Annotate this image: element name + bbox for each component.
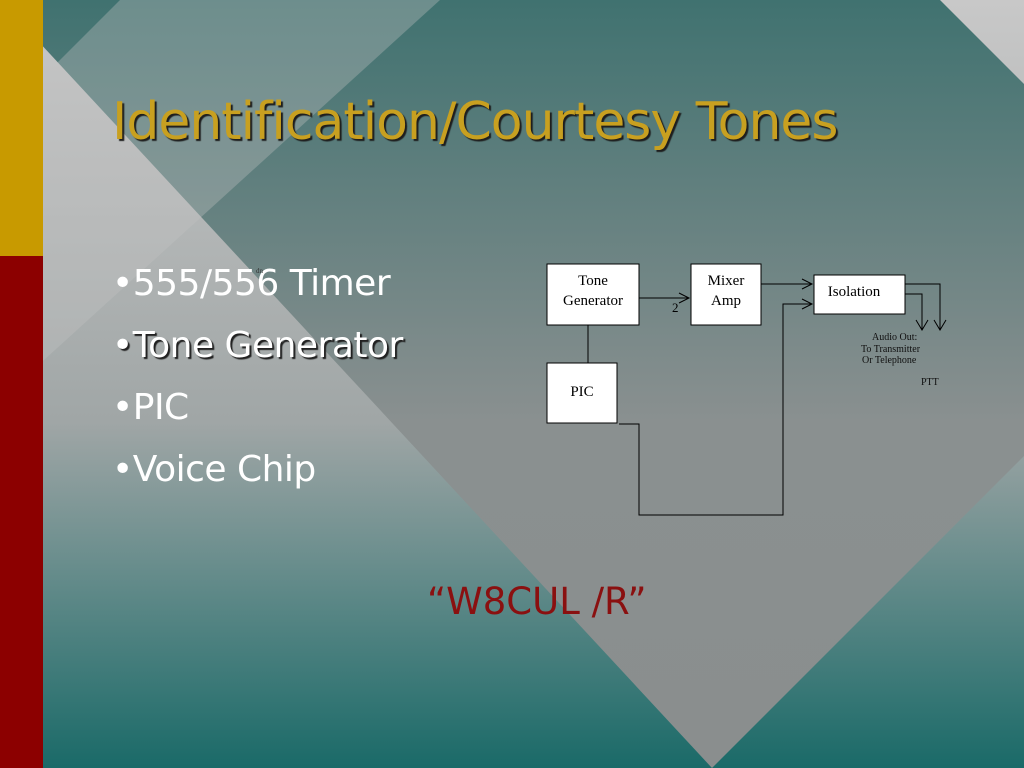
pic-block: PIC: [546, 362, 618, 424]
bullet-item: •Voice Chip: [112, 449, 316, 490]
bullet-item: •Tone Generator: [112, 325, 403, 366]
tone-generator-label-1: Tone: [578, 273, 608, 289]
tone-generator-label-2: Generator: [563, 293, 623, 309]
isolation-label: Isolation: [828, 284, 881, 300]
accent-stripe-red: [0, 256, 43, 768]
bullet-list: •555/556 Timer •Tone Generator •PIC •Voi…: [112, 253, 403, 501]
pic-label: PIC: [570, 384, 593, 400]
mixer-amp-block: Mixer Amp: [690, 263, 762, 326]
pic-to-isolation-connector: [619, 298, 814, 516]
stray-mark: dn: [256, 267, 264, 275]
slide-title: Identification/Courtesy Tones: [112, 92, 838, 152]
mixer-amp-label-2: Amp: [711, 293, 741, 309]
tone-to-mixer-connector: 2: [639, 292, 691, 315]
mixer-amp-label-1: Mixer: [708, 273, 745, 289]
bullet-item: •PIC: [112, 387, 189, 428]
audio-out-label-3: Or Telephone: [862, 355, 917, 366]
tone-generator-block: Tone Generator: [546, 263, 640, 326]
edge-label: 2: [672, 300, 679, 315]
ptt-label: PTT: [921, 377, 939, 388]
isolation-block: Isolation: [813, 274, 906, 315]
mixer-to-isolation-connector: [761, 278, 814, 290]
audio-out-label-1: Audio Out:: [872, 332, 917, 343]
bullet-item: •555/556 Timer: [112, 263, 391, 304]
callsign-text: “W8CUL /R”: [427, 580, 647, 623]
audio-out-label-2: To Transmitter: [861, 344, 921, 355]
accent-stripe-gold: [0, 0, 43, 256]
isolation-output-arrows: [905, 283, 947, 331]
